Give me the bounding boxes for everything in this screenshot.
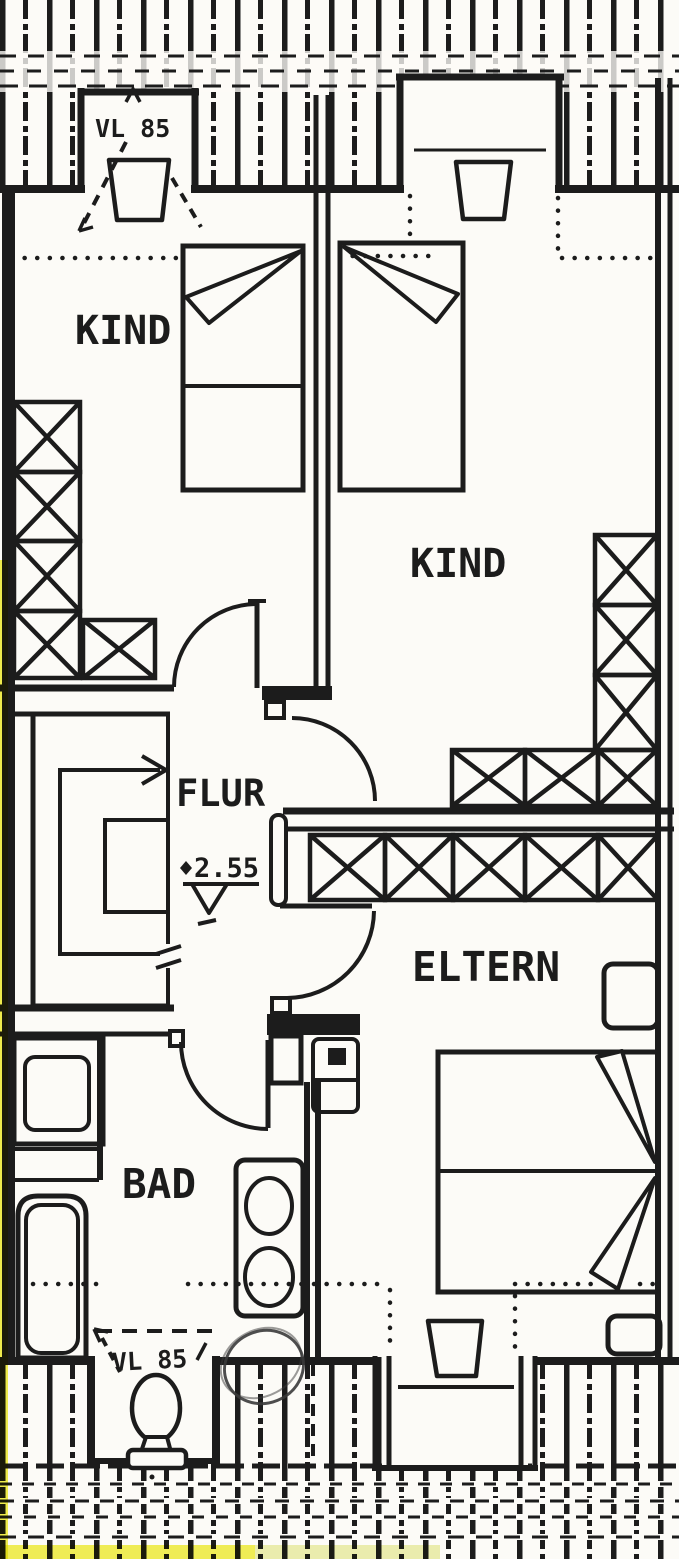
pen-annotation-circle: [219, 1326, 305, 1406]
door-swing-arc: [179, 1041, 269, 1131]
room-label-flur: FLUR: [176, 772, 266, 815]
folded-blanket: [184, 249, 303, 325]
room-label-bad: BAD: [122, 1160, 196, 1208]
washbasin: [243, 1246, 295, 1308]
wardrobe-kind-left: [11, 399, 158, 681]
stair-break-symbol: [155, 944, 182, 970]
wardrobe-eltern-row: [307, 832, 661, 903]
nightstand: [601, 961, 661, 1031]
door-bad: [179, 1040, 271, 1131]
folded-blanket: [595, 1049, 657, 1164]
bed-eltern-double: [435, 1049, 661, 1295]
shaft-icon: [328, 1048, 346, 1065]
level-diamond-icon: [180, 861, 192, 875]
stairwell: [30, 711, 182, 1009]
dormer-recess-top-left: [77, 88, 199, 191]
roof-hatch-bottom: [0, 1356, 679, 1559]
door-kind-left: [172, 599, 266, 688]
level-marker: [180, 861, 259, 926]
wardrobe-kind-right-row: [449, 747, 660, 809]
bed-kind-right: [337, 240, 466, 493]
highlighter-stripe-left: [0, 560, 8, 1559]
room-label-kind-right: KIND: [410, 541, 506, 587]
door-swing-arc: [172, 602, 258, 688]
kind-divider-wall: [262, 95, 332, 720]
floor-level-value: 2.55: [194, 853, 259, 884]
door-stop-notch: [264, 700, 286, 720]
skylight-label-top: VL 85: [95, 114, 170, 143]
arrow-icon: [77, 217, 94, 233]
washing-machine: [11, 1035, 106, 1182]
level-triangle-icon: [190, 882, 229, 915]
washbasin-vanity: [233, 1157, 306, 1319]
highlighter-stripe-bottom-soft: [255, 1545, 440, 1559]
stair-inner-outline: [103, 818, 169, 914]
door-eltern: [269, 813, 376, 1015]
duct-fixture: [311, 1037, 360, 1114]
skylight-projection-top: [77, 85, 203, 233]
folded-blanket: [342, 245, 460, 324]
skylight-stool-top-left: [106, 157, 172, 223]
folded-blanket: [589, 1176, 657, 1291]
door-kind-right: [291, 716, 377, 802]
nightstand: [605, 1313, 663, 1357]
door-swing-arc: [286, 910, 376, 1000]
highlighter-stripe-bottom: [0, 1545, 255, 1559]
door-swing-arc: [291, 716, 377, 802]
roof-hatch-top: [0, 0, 679, 192]
skylight-stool-eltern: [425, 1318, 485, 1379]
arrow-icon: [92, 1327, 109, 1343]
doors: [172, 599, 377, 1131]
stair-outer-outline: [30, 711, 169, 1009]
room-label-eltern: ELTERN: [412, 943, 560, 991]
stairs-direction-arrow: [60, 754, 168, 786]
door-stop-notch: [270, 996, 292, 1015]
kneewall-dotted-lines: [9, 193, 660, 1355]
washbasin: [244, 1176, 294, 1236]
skylight-projection-bottom: [92, 1327, 212, 1373]
toilet: [125, 1372, 189, 1480]
bathtub: [15, 1193, 89, 1361]
room-label-kind-left: KIND: [75, 308, 171, 354]
skylight-label-bottom: VL 85: [111, 1344, 188, 1377]
skylight-stool-top-right: [453, 159, 514, 222]
bed-kind-left: [180, 243, 306, 493]
